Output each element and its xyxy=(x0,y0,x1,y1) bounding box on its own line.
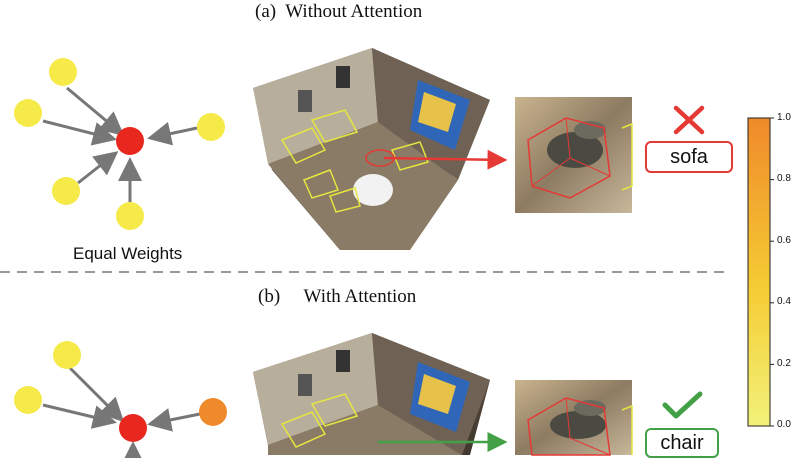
crop-b xyxy=(515,380,633,456)
arrow-a xyxy=(383,149,508,170)
center-node xyxy=(116,127,144,155)
center-node xyxy=(119,414,147,442)
colorbar-tick: 0.8 xyxy=(777,173,791,184)
room-scan-a xyxy=(253,48,490,250)
panel-b-title: (b) With Attention xyxy=(258,286,417,307)
graph-b xyxy=(14,341,227,458)
colorbar xyxy=(747,117,774,427)
neighbor-node xyxy=(197,113,225,141)
prediction-label-sofa: sofa xyxy=(645,141,733,173)
equal-weights-caption: Equal Weights xyxy=(73,244,183,263)
prediction-label-chair: chair xyxy=(645,428,719,458)
neighbor-node xyxy=(116,202,144,230)
colorbar-tick: 0.2 xyxy=(777,358,791,369)
neighbor-node xyxy=(49,58,77,86)
attended-node xyxy=(199,398,227,426)
room-scan-b xyxy=(253,333,490,455)
panel-a-title: (a) Without Attention xyxy=(255,1,423,22)
colorbar-tick: 0.6 xyxy=(777,235,791,246)
cross-icon xyxy=(673,105,705,135)
neighbor-node xyxy=(14,99,42,127)
crop-a xyxy=(515,97,633,213)
colorbar-tick: 0.4 xyxy=(777,296,791,307)
neighbor-node xyxy=(53,341,81,369)
colorbar-tick: 1.0 xyxy=(777,112,791,123)
neighbor-node xyxy=(52,177,80,205)
neighbor-node xyxy=(14,386,42,414)
check-icon xyxy=(662,391,703,419)
colorbar-tick: 0.0 xyxy=(777,419,791,430)
graph-a xyxy=(14,58,225,230)
